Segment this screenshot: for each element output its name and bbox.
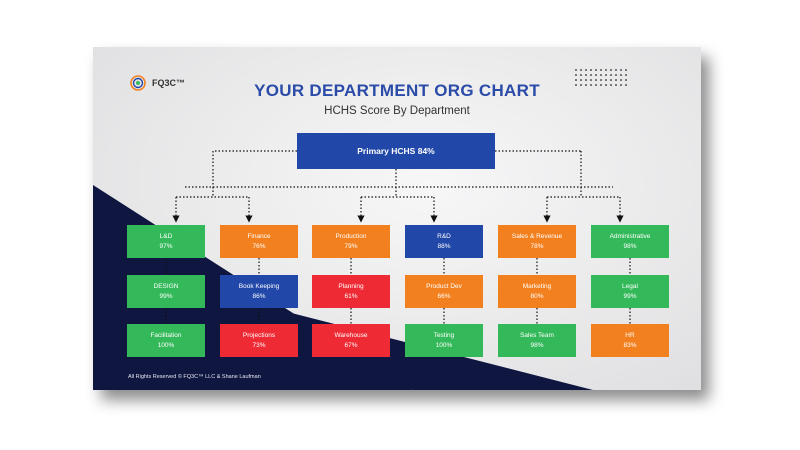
department-box: Facilitation 100% (127, 324, 205, 357)
department-score: 67% (344, 341, 358, 349)
department-score: 83% (623, 341, 637, 349)
department-box: R&D 88% (405, 225, 483, 258)
department-name: Finance (247, 232, 271, 240)
department-score: 79% (344, 242, 358, 250)
department-box: Book Keeping 86% (220, 275, 298, 308)
page-title: YOUR DEPARTMENT ORG CHART (254, 81, 540, 100)
department-box: Sales & Revenue 78% (498, 225, 576, 258)
department-score: 97% (159, 242, 173, 250)
department-score: 66% (437, 292, 451, 300)
department-box: Sales Team 98% (498, 324, 576, 357)
department-name: R&D (437, 232, 451, 240)
department-score: 73% (252, 341, 266, 349)
department-name: Administrative (609, 232, 651, 240)
department-box: DESIGN 99% (127, 275, 205, 308)
department-name: Planning (338, 282, 364, 290)
connector-lines (165, 150, 631, 324)
org-chart-slide: FQ3C™ YOUR DEPARTMENT ORG CHART HCHS Sco… (93, 47, 701, 390)
department-name: Testing (433, 331, 455, 339)
decorative-dot-grid (575, 69, 630, 89)
department-box: Projections 73% (220, 324, 298, 357)
department-score: 86% (252, 292, 266, 300)
department-name: Book Keeping (238, 282, 280, 290)
department-score: 78% (530, 242, 544, 250)
department-name: Projections (242, 331, 276, 339)
department-box: Planning 61% (312, 275, 390, 308)
fq3c-logo-icon (130, 75, 146, 91)
department-name: HR (625, 331, 635, 339)
department-box: Product Dev 66% (405, 275, 483, 308)
brand-logo: FQ3C™ (129, 73, 185, 93)
copyright-footer: All Rights Reserved © FQ3C™ LLC & Shane … (128, 374, 261, 380)
department-box: Testing 100% (405, 324, 483, 357)
department-score: 99% (623, 292, 637, 300)
department-name: Legal (622, 282, 638, 290)
department-name: Sales Team (520, 331, 554, 339)
department-name: Warehouse (334, 331, 368, 339)
department-name: Production (335, 232, 367, 240)
department-name: Marketing (522, 282, 552, 290)
department-box: HR 83% (591, 324, 669, 357)
department-name: DESIGN (153, 282, 179, 290)
department-box: L&D 97% (127, 225, 205, 258)
department-score: 100% (157, 341, 175, 349)
department-box: Marketing 80% (498, 275, 576, 308)
department-name: Sales & Revenue (511, 232, 563, 240)
department-name: Product Dev (426, 282, 462, 290)
primary-label: Primary HCHS 84% (357, 146, 435, 156)
department-score: 80% (530, 292, 544, 300)
department-box: Production 79% (312, 225, 390, 258)
primary-hcsh-box: Primary HCHS 84% (297, 133, 495, 169)
department-score: 98% (623, 242, 637, 250)
department-score: 76% (252, 242, 266, 250)
department-score: 100% (435, 341, 453, 349)
department-score: 98% (530, 341, 544, 349)
department-score: 88% (437, 242, 451, 250)
department-box: Legal 99% (591, 275, 669, 308)
department-name: L&D (159, 232, 173, 240)
department-box: Finance 76% (220, 225, 298, 258)
department-box: Administrative 98% (591, 225, 669, 258)
department-name: Facilitation (150, 331, 182, 339)
department-score: 61% (344, 292, 358, 300)
department-box: Warehouse 67% (312, 324, 390, 357)
logo-text: FQ3C™ (152, 78, 186, 88)
page-subtitle: HCHS Score By Department (324, 105, 470, 117)
department-score: 99% (159, 292, 173, 300)
